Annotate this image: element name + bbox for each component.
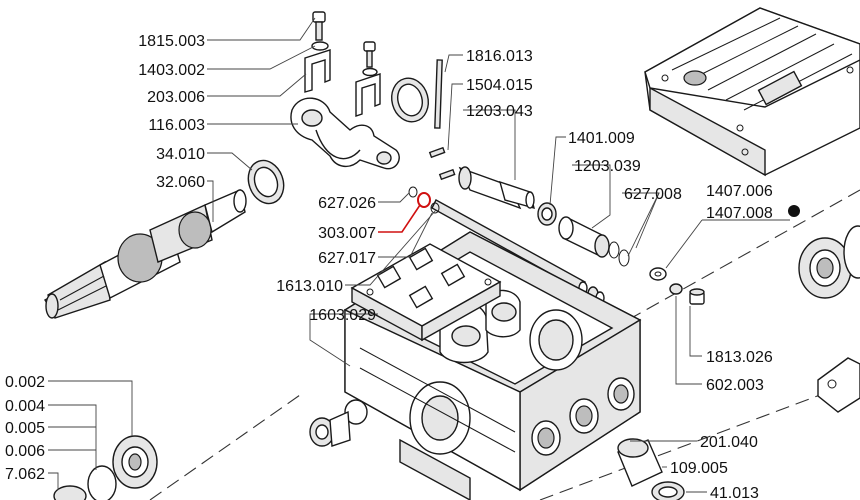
assembly-axis-bottom — [539, 379, 860, 500]
pin-small-part — [428, 146, 456, 181]
o-rings-627-008-part — [608, 241, 630, 267]
label-1603-029: 1603.029 — [309, 307, 376, 324]
label-41-013: 41.013 — [710, 485, 759, 500]
label-1815-003: 1815.003 — [138, 33, 205, 50]
cover-right-part — [817, 357, 860, 413]
label-1203-039: 1203.039 — [574, 158, 641, 175]
washer-1403-part — [311, 41, 329, 51]
bushing-109-part — [617, 438, 663, 487]
label-left-7-062: 7.062 — [5, 466, 45, 483]
nut-602-part — [669, 283, 683, 295]
label-627-026: 627.026 — [318, 195, 376, 212]
pin-1816-part — [434, 59, 443, 129]
label-116-003: 116.003 — [148, 117, 205, 134]
bracket-203-part — [304, 49, 331, 93]
crankshaft-part — [44, 189, 247, 319]
label-left-0-004: 0.004 — [5, 398, 45, 415]
o-ring-top-part — [391, 77, 429, 123]
washer-right-part — [649, 267, 667, 281]
ring-41-part — [651, 481, 685, 500]
label-1403-002: 1403.002 — [138, 62, 205, 79]
o-ring-627-017-part — [430, 202, 440, 214]
label-1504-015: 1504.015 — [466, 77, 533, 94]
bearing-left-part — [53, 435, 158, 500]
o-ring-303-007-part — [417, 192, 431, 208]
plunger-sleeve-part — [558, 216, 610, 258]
label-1203-043: 1203.043 — [466, 103, 533, 120]
label-203-006: 203.006 — [147, 89, 205, 106]
label-left-0-006: 0.006 — [5, 443, 45, 460]
bolt-1813-part — [689, 288, 705, 305]
label-left-0-002: 0.002 — [5, 374, 45, 391]
label-left-0-005: 0.005 — [5, 420, 45, 437]
label-602-003: 602.003 — [706, 377, 764, 394]
leader-lines — [48, 17, 790, 493]
label-1407-008-marker — [788, 205, 800, 217]
connecting-rod-part — [290, 97, 400, 170]
o-ring-627-026-part — [408, 186, 418, 198]
seal-ring-part — [247, 159, 285, 205]
oil-seal-part — [537, 202, 557, 226]
label-1407-006: 1407.006 — [706, 183, 773, 200]
screw-1815-part — [312, 11, 326, 41]
callout-labels: 1815.003 1403.002 203.006 116.003 34.010… — [5, 33, 800, 500]
label-627-008: 627.008 — [624, 186, 682, 203]
label-201-040: 201.040 — [700, 434, 758, 451]
label-32-060: 32.060 — [156, 174, 205, 191]
assembly-axis-left — [149, 394, 301, 500]
label-627-017: 627.017 — [318, 250, 376, 267]
label-34-010: 34.010 — [156, 146, 205, 163]
valve-block-part — [350, 243, 502, 342]
label-1813-026: 1813.026 — [706, 349, 773, 366]
bearing-right-part — [798, 225, 860, 299]
label-1613-010: 1613.010 — [276, 278, 343, 295]
label-109-005: 109.005 — [670, 460, 728, 477]
assembly-axis-right — [609, 189, 860, 331]
label-1816-013: 1816.013 — [466, 48, 533, 65]
piston-guide-part — [458, 166, 535, 210]
label-1401-009: 1401.009 — [568, 130, 635, 147]
plug-part — [309, 410, 351, 447]
cover-plate-part — [644, 7, 860, 177]
label-303-007: 303.007 — [318, 225, 376, 242]
label-1407-008: 1407.008 — [706, 205, 773, 222]
screw-right-part — [355, 41, 381, 117]
